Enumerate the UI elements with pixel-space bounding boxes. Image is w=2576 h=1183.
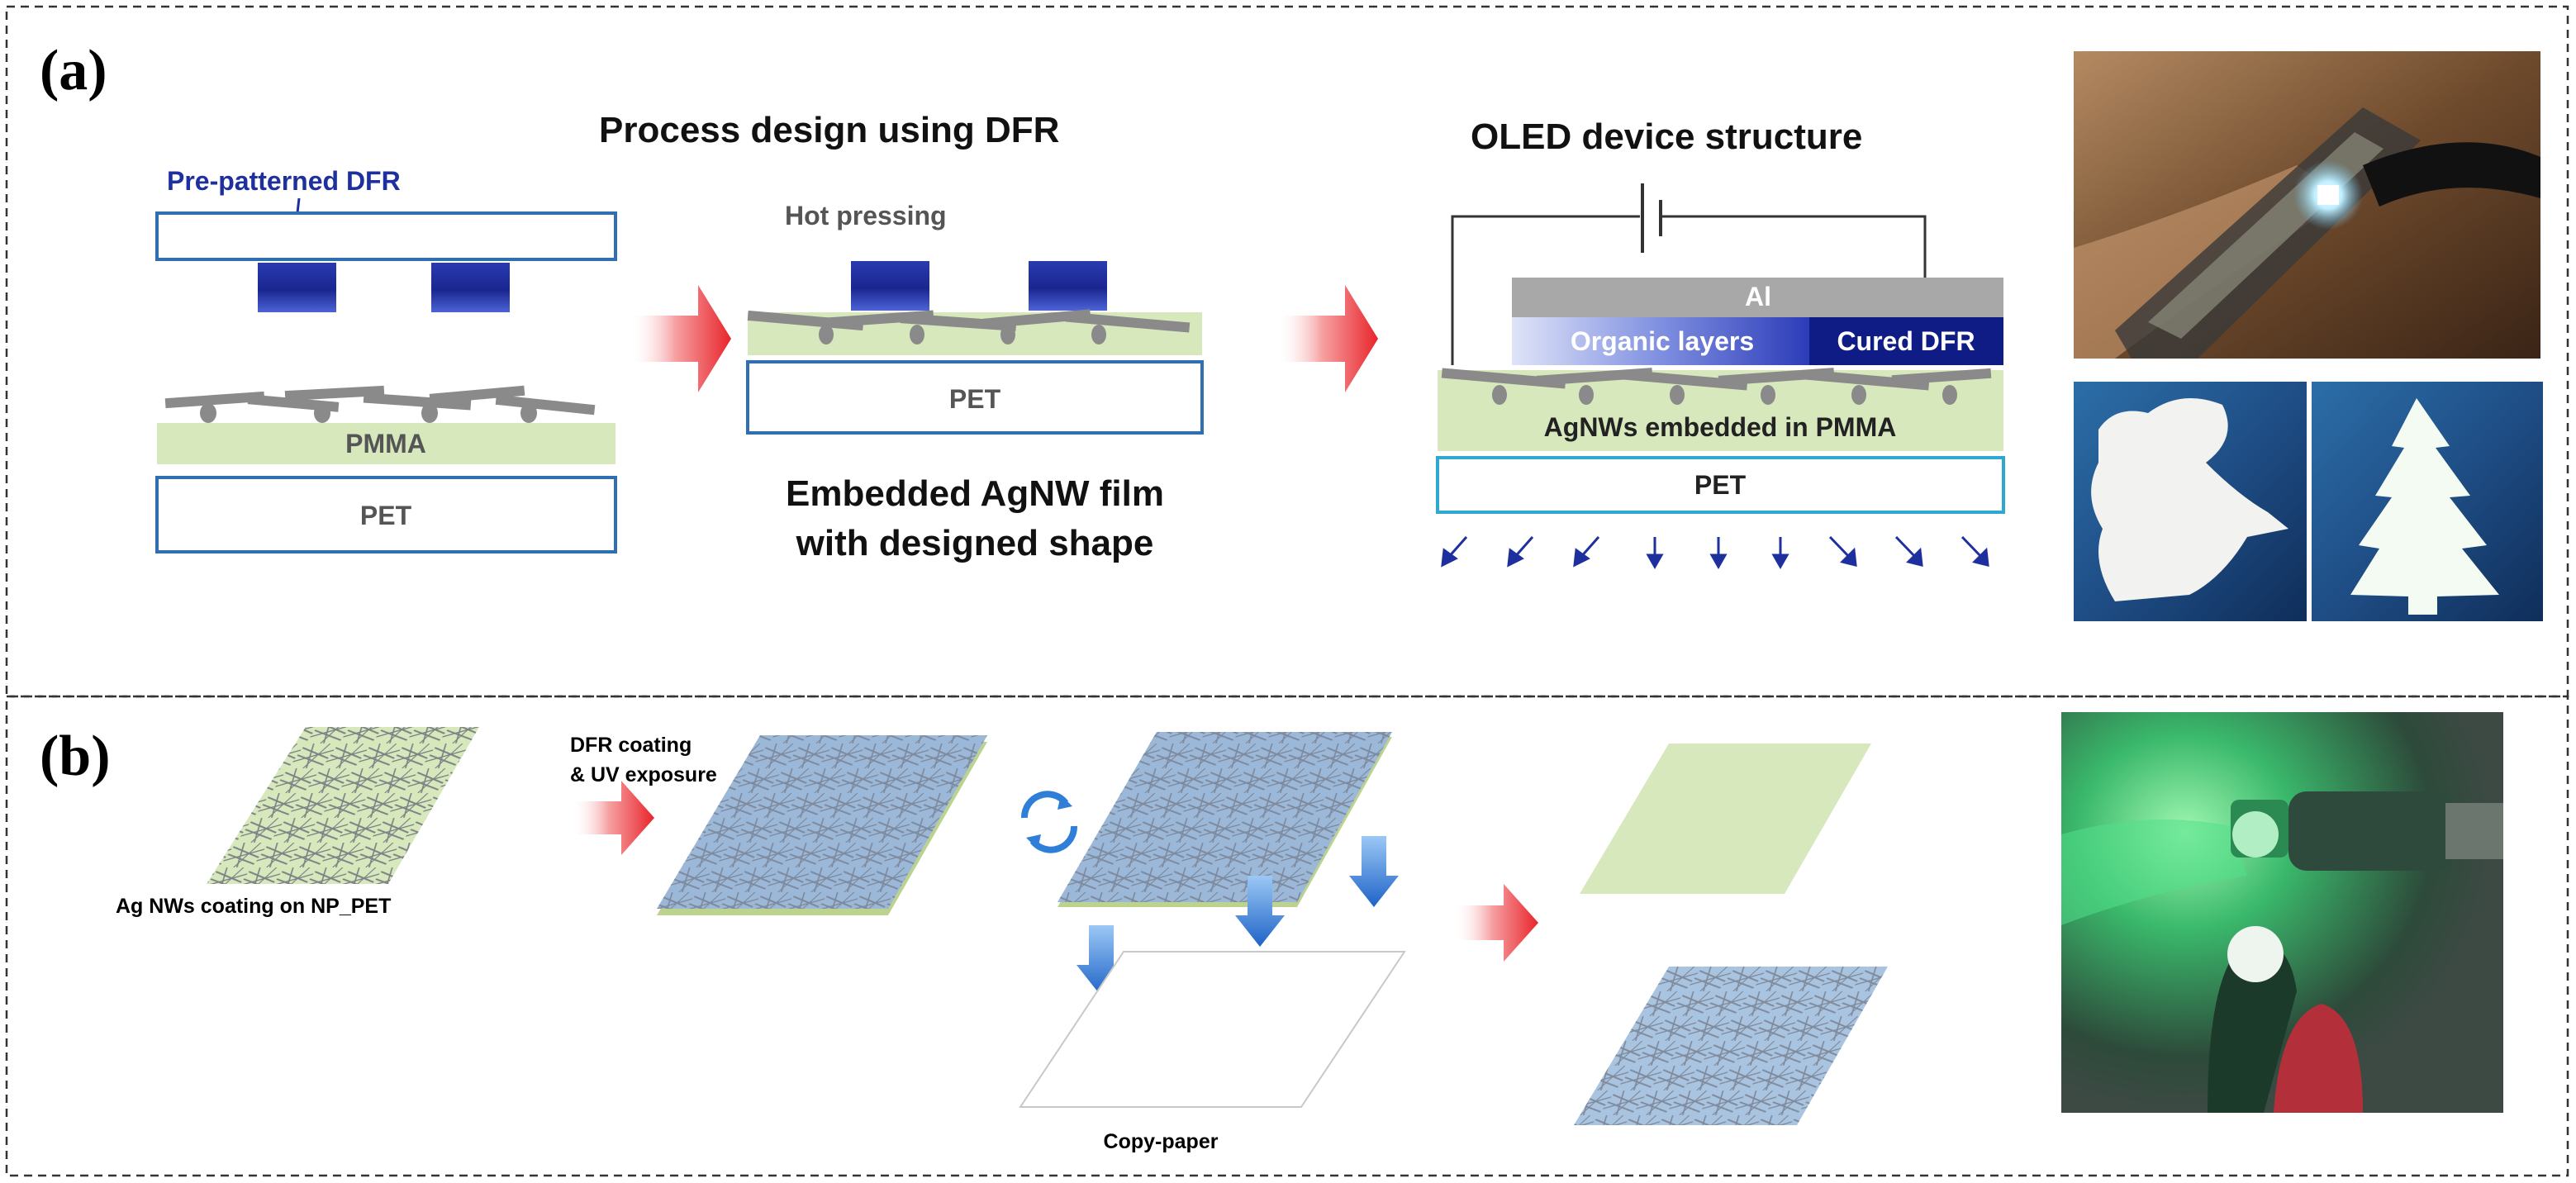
dfr-block-1 bbox=[258, 263, 336, 312]
agnw-coating-caption: Ag NWs coating on NP_PET bbox=[116, 895, 391, 918]
pet-substrate-middle bbox=[746, 360, 1204, 435]
cured-dfr-label: Cured DFR bbox=[1837, 326, 1975, 356]
left-stack: Pre-patterned DFR PMMA PET bbox=[155, 166, 617, 553]
al-label: Al bbox=[1745, 282, 1771, 311]
red-arrow-a1 bbox=[630, 285, 731, 392]
panel-a-label: (a) bbox=[40, 39, 107, 102]
middle-stack: Hot pressing PET Embedded AgNW film with… bbox=[746, 201, 1204, 563]
agnw-nanowires-left bbox=[164, 385, 596, 423]
dfr-block-2 bbox=[431, 263, 510, 312]
bare-pet-sheet bbox=[1580, 744, 1871, 894]
dfr-coating-label-1: DFR coating bbox=[570, 734, 692, 757]
emission-arrows bbox=[1441, 535, 1989, 570]
pet-substrate-oled bbox=[1436, 456, 2005, 514]
rotation-icon bbox=[1020, 791, 1078, 853]
process-design-title: Process design using DFR bbox=[599, 110, 1059, 150]
pmma-layer bbox=[157, 423, 615, 464]
pet-substrate-left bbox=[155, 476, 617, 553]
dfr-coated-sheet bbox=[657, 735, 987, 915]
panel-b-frame bbox=[5, 695, 2569, 1177]
panel-a-frame bbox=[5, 5, 2569, 698]
red-arrow-a2 bbox=[1276, 285, 1378, 392]
copy-paper-sheet bbox=[1019, 951, 1406, 1108]
dfr-coating-label-2: & UV exposure bbox=[570, 763, 717, 786]
dfr-block-3 bbox=[851, 261, 929, 311]
agnw-coated-sheet bbox=[207, 727, 479, 884]
patterned-agnw-sheet bbox=[1574, 967, 1888, 1125]
al-layer bbox=[1512, 278, 2003, 317]
organic-layers bbox=[1512, 317, 1809, 365]
agnw-nanowires-middle bbox=[747, 309, 1191, 344]
embedded-agnw-caption-2: with designed shape bbox=[796, 523, 1154, 563]
organic-layers-label: Organic layers bbox=[1571, 326, 1754, 356]
red-arrow-b2 bbox=[1454, 884, 1538, 962]
dfr-block-4 bbox=[1029, 261, 1107, 311]
pet-label-oled: PET bbox=[1694, 470, 1747, 500]
cured-dfr-block bbox=[1809, 317, 2003, 365]
circuit-wire-right bbox=[1662, 215, 1927, 278]
oled-structure-title: OLED device structure bbox=[1471, 116, 1862, 157]
oled-device-photo bbox=[2074, 51, 2540, 359]
green-led-photo bbox=[2061, 712, 2503, 1113]
pre-patterned-dfr-label: Pre-patterned DFR bbox=[167, 166, 401, 196]
oled-structure: Al Organic layers Cured DFR AgNWs embedd… bbox=[1436, 183, 2005, 570]
tree-shape-photo bbox=[2312, 382, 2543, 621]
circuit-wire bbox=[1451, 215, 1640, 365]
panel-b-label: (b) bbox=[40, 725, 111, 788]
agnw-nanowires-oled bbox=[1441, 368, 1992, 405]
pet-label-left: PET bbox=[360, 501, 412, 530]
agnws-in-pmma-label: AgNWs embedded in PMMA bbox=[1544, 412, 1897, 442]
bird-shape-photo bbox=[2074, 382, 2307, 621]
hot-pressing-label: Hot pressing bbox=[785, 201, 947, 230]
pet-label-middle: PET bbox=[949, 384, 1001, 414]
red-arrow-b1 bbox=[572, 781, 654, 855]
copy-paper-label: Copy-paper bbox=[1104, 1130, 1219, 1153]
flipped-sheet bbox=[1057, 732, 1392, 907]
embedded-agnw-caption-1: Embedded AgNW film bbox=[786, 473, 1164, 514]
dfr-film bbox=[155, 211, 617, 261]
pmma-label: PMMA bbox=[345, 429, 426, 458]
